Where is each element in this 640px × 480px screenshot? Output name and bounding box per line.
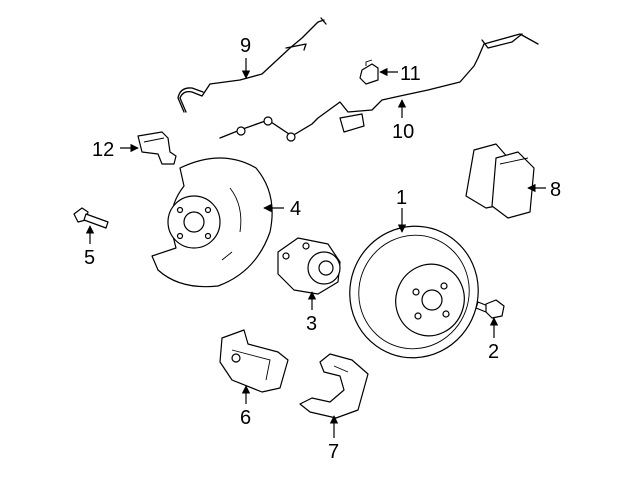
caliper-part-6: [219, 329, 289, 393]
brake-pads-part-8: [465, 143, 535, 219]
sensor-part-12: [137, 131, 177, 165]
bolt-part-2: [475, 299, 505, 319]
bolt-part-5: [73, 207, 109, 229]
callout-10: 10: [392, 121, 414, 143]
brake-line-part-10: [219, 33, 539, 142]
caliper-bracket-part-7: [299, 353, 369, 419]
leader-lines: [85, 58, 546, 438]
callout-2: 2: [488, 341, 499, 363]
hub-bearing-part-3: [277, 237, 341, 295]
callout-5: 5: [84, 247, 95, 269]
callout-1: 1: [396, 187, 407, 209]
callout-9: 9: [240, 35, 251, 57]
callout-4: 4: [290, 198, 301, 220]
dust-shield-part-4: [151, 157, 273, 288]
callout-12: 12: [92, 139, 114, 161]
brake-rotor-part-1: [349, 225, 479, 359]
callout-8: 8: [550, 179, 561, 201]
brake-line-part-9: [177, 17, 327, 113]
clip-part-11: [359, 59, 379, 85]
callout-11: 11: [400, 63, 421, 85]
callout-numbers: 1 2 3 4 5 6 7 8 9 10 11 12: [84, 35, 561, 463]
callout-3: 3: [306, 313, 317, 335]
callout-6: 6: [240, 407, 251, 429]
callout-7: 7: [328, 441, 339, 463]
